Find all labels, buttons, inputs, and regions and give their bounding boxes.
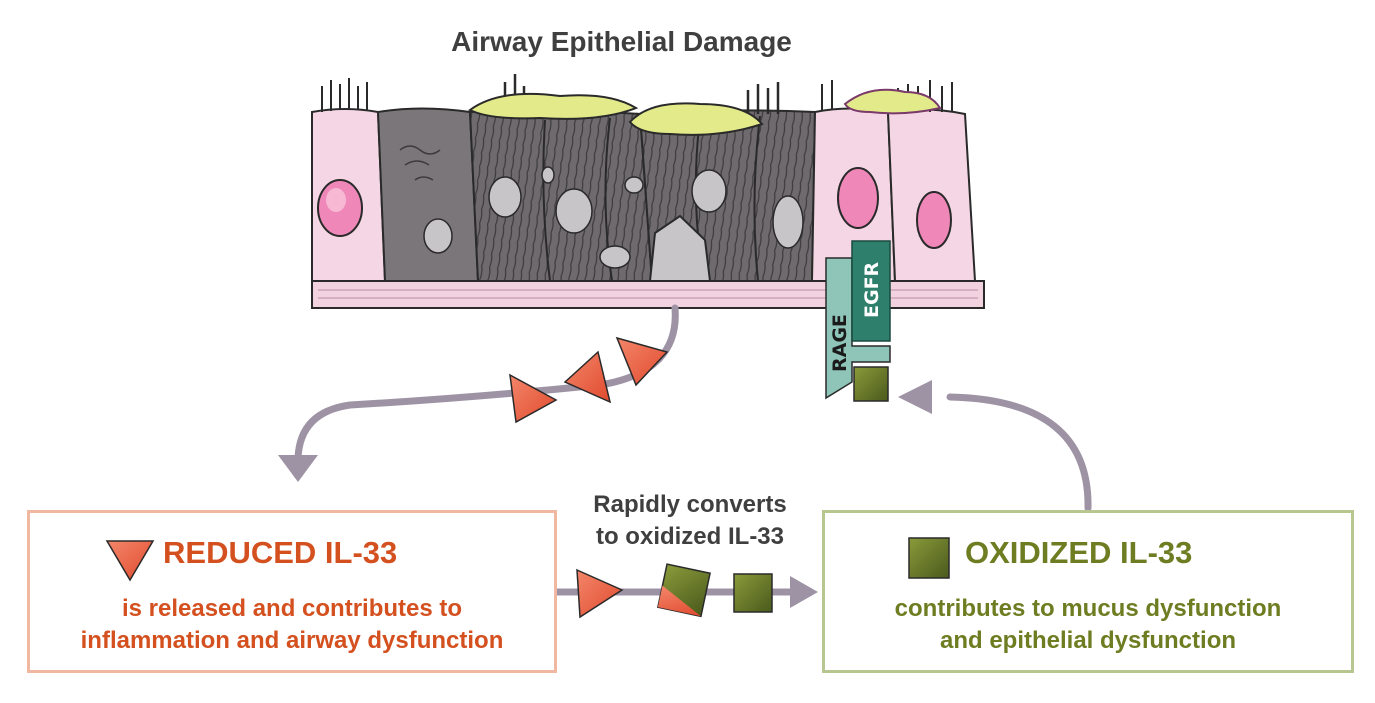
mucus	[468, 88, 942, 136]
release-arrow	[278, 304, 679, 482]
oxidized-il33-box: OXIDIZED IL-33 contributes to mucus dysf…	[822, 510, 1354, 673]
oxidized-il33-description-line2: and epithelial dysfunction	[939, 627, 1237, 654]
conversion-intermediate	[656, 563, 711, 618]
oxidized-il33-description: contributes to mucus dysfunction and epi…	[825, 593, 1351, 657]
healthy-cells-right	[810, 80, 977, 282]
reduced-il33-box: REDUCED IL-33 is released and contribute…	[27, 510, 557, 673]
reduced-triangle-icon	[105, 540, 155, 582]
healthy-cell-left	[311, 78, 387, 282]
rage-label: RAGE	[829, 314, 851, 372]
reduced-il33-description-line1: is released and contributes to	[121, 595, 463, 622]
conversion-arrow	[557, 563, 818, 619]
figure-title: Airway Epithelial Damage	[451, 26, 792, 57]
oxidized-square-icon	[908, 537, 950, 579]
conversion-label-line1: Rapidly converts	[593, 491, 787, 518]
damaged-cells	[376, 74, 817, 282]
reduced-il33-description: is released and contributes to inflammat…	[30, 593, 554, 657]
oxidized-il33-description-line1: contributes to mucus dysfunction	[894, 595, 1282, 622]
oxidized-il33-title: OXIDIZED IL-33	[965, 535, 1193, 570]
bound-oxidized-il33	[853, 366, 889, 402]
conversion-oxidized-square	[733, 573, 773, 613]
conversion-label: Rapidly converts to oxidized IL-33	[560, 489, 820, 553]
released-reduced-il33	[509, 336, 669, 424]
egfr-receptor: EGFR	[851, 240, 891, 342]
egfr-label: EGFR	[861, 261, 883, 318]
reduced-il33-title: REDUCED IL-33	[163, 535, 398, 570]
conversion-label-line2: to oxidized IL-33	[595, 523, 784, 550]
reduced-il33-description-line2: inflammation and airway dysfunction	[80, 627, 504, 654]
signaling-arrow	[898, 380, 1092, 512]
conversion-reduced-triangle	[576, 568, 624, 619]
